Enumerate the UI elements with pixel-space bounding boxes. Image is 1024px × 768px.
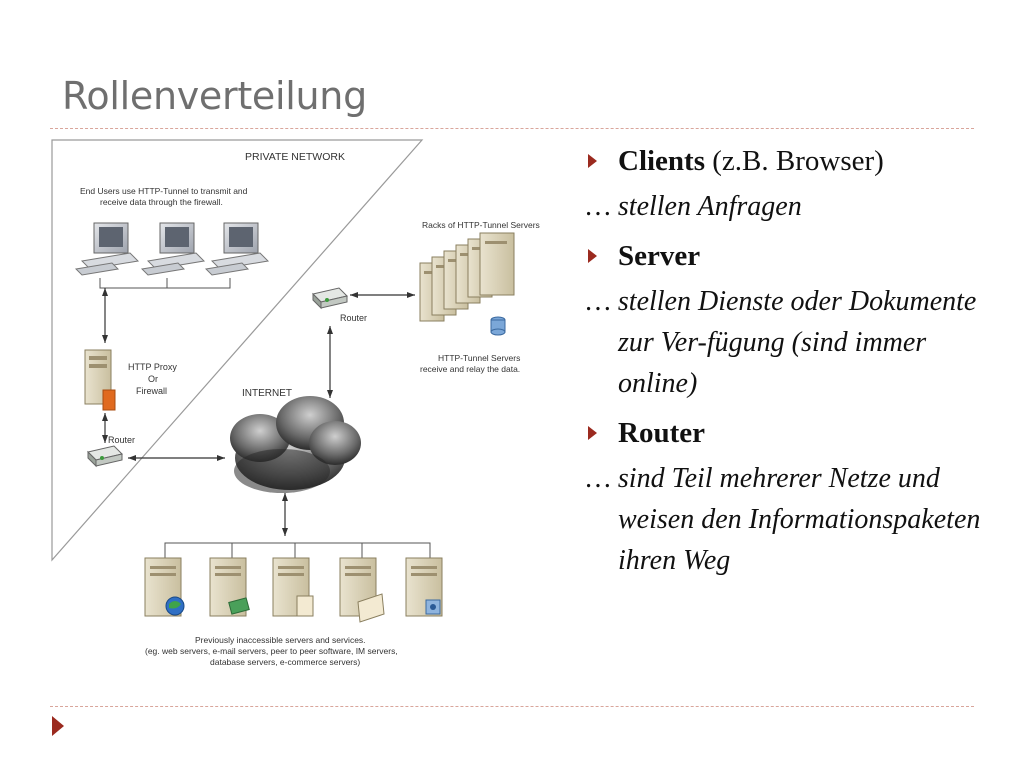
services-text-2: (eg. web servers, e-mail servers, peer t… [145, 646, 398, 656]
bullet-router: Router [586, 412, 1006, 454]
private-network-label: PRIVATE NETWORK [245, 151, 345, 163]
tunnel-servers-text-2: receive and relay the data. [420, 364, 520, 374]
p2p-server-icon [272, 557, 314, 617]
top-divider [50, 128, 974, 129]
database-server-icon [405, 557, 443, 617]
footer-triangle-icon [52, 716, 64, 736]
bullet-arrow-icon [588, 426, 597, 440]
network-diagram-svg: PRIVATE NETWORK End Users use HTTP-Tunne… [51, 139, 540, 667]
slide-title: Rollenverteilung [62, 74, 367, 118]
end-users-text-1: End Users use HTTP-Tunnel to transmit an… [80, 186, 248, 196]
internet-label: INTERNET [242, 388, 292, 399]
end-users-text-2: receive data through the firewall. [100, 197, 223, 207]
client-computer-icon [140, 222, 206, 276]
router-icon [87, 445, 123, 468]
bullet-term: Server [618, 240, 701, 272]
client-computer-icon [74, 222, 140, 276]
private-network-boundary [51, 139, 424, 562]
router-icon [312, 287, 348, 310]
bullet-clients: Clients (z.B. Browser) [586, 140, 1006, 182]
racks-label: Racks of HTTP-Tunnel Servers [422, 220, 540, 230]
services-text-1: Previously inaccessible servers and serv… [195, 635, 366, 645]
router-right-label: Router [340, 313, 367, 323]
bullet-term-suffix: (z.B. Browser) [705, 145, 884, 177]
web-server-icon [144, 557, 185, 617]
bullet-description: … stellen Dienste oder Dokumente zur Ver… [586, 286, 977, 399]
proxy-server-icon [84, 349, 116, 411]
client-computer-icon [204, 222, 270, 276]
im-server-icon [339, 557, 385, 623]
bullet-arrow-icon [588, 154, 597, 168]
proxy-label-2: Or [148, 374, 158, 384]
bullet-arrow-icon [588, 249, 597, 263]
email-server-icon [209, 557, 250, 617]
proxy-label-3: Firewall [136, 386, 167, 396]
router-left-label: Router [108, 435, 135, 445]
bullet-term: Clients [618, 145, 705, 177]
bottom-divider [50, 706, 974, 707]
server-rack-icon [419, 232, 515, 336]
network-diagram: PRIVATE NETWORK End Users use HTTP-Tunne… [50, 138, 550, 683]
bullet-description: … stellen Anfragen [586, 191, 802, 222]
services-text-3: database servers, e-commerce servers) [210, 657, 360, 667]
bullet-term: Router [618, 417, 705, 449]
bullet-server: Server [586, 235, 1006, 277]
tunnel-servers-text-1: HTTP-Tunnel Servers [438, 353, 520, 363]
proxy-label-1: HTTP Proxy [128, 362, 177, 372]
internet-cloud-icon [230, 396, 361, 493]
bullet-description: … sind Teil mehrerer Netze und weisen de… [586, 463, 981, 576]
bullet-list: Clients (z.B. Browser) … stellen Anfrage… [586, 140, 1006, 589]
